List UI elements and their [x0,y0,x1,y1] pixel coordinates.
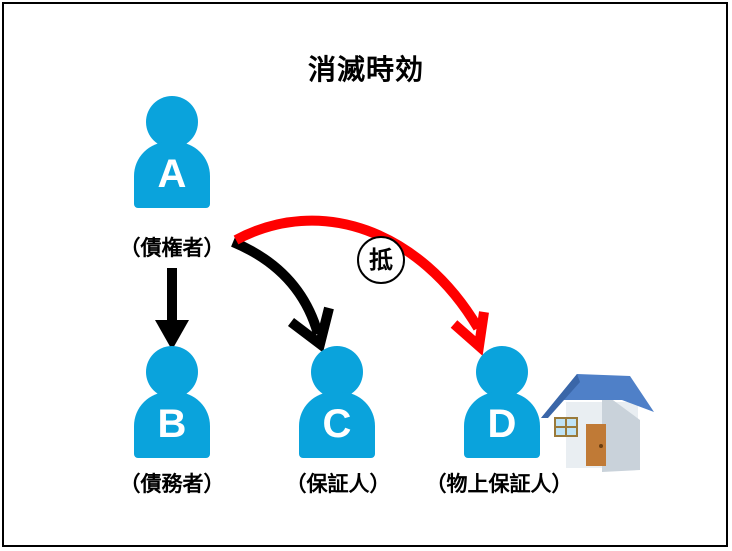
person-a-head [146,96,198,148]
person-d-head [476,346,528,398]
person-c-letter: C [322,402,352,446]
person-d-letter: D [487,402,517,446]
person-a-letter: A [157,152,187,196]
person-c-body [299,392,375,458]
person-a-role: （債権者） [119,236,225,260]
arrow-a-to-c [231,237,323,336]
house-icon [541,374,654,472]
arrow-a-to-d-head [450,311,489,356]
person-c-head [311,346,363,398]
person-b-head [146,346,198,398]
person-b: B [134,346,210,458]
person-b-letter: B [157,402,187,446]
person-d-role: （物上保証人） [425,472,573,496]
person-c: C [299,346,375,458]
person-a-body [134,142,210,208]
person-a: A [134,96,210,208]
person-d: D [464,346,540,458]
person-d-body [464,392,540,458]
mortgage-badge: 抵 [357,236,405,284]
person-b-role: （債務者） [119,472,225,496]
person-b-body [134,392,210,458]
arrow-a-to-b-head [155,320,189,350]
diagram-title: 消滅時効 [307,53,424,86]
arrow-a-to-c-head [287,306,334,353]
arrow-a-to-d [233,215,483,331]
person-c-role: （保証人） [285,472,391,496]
